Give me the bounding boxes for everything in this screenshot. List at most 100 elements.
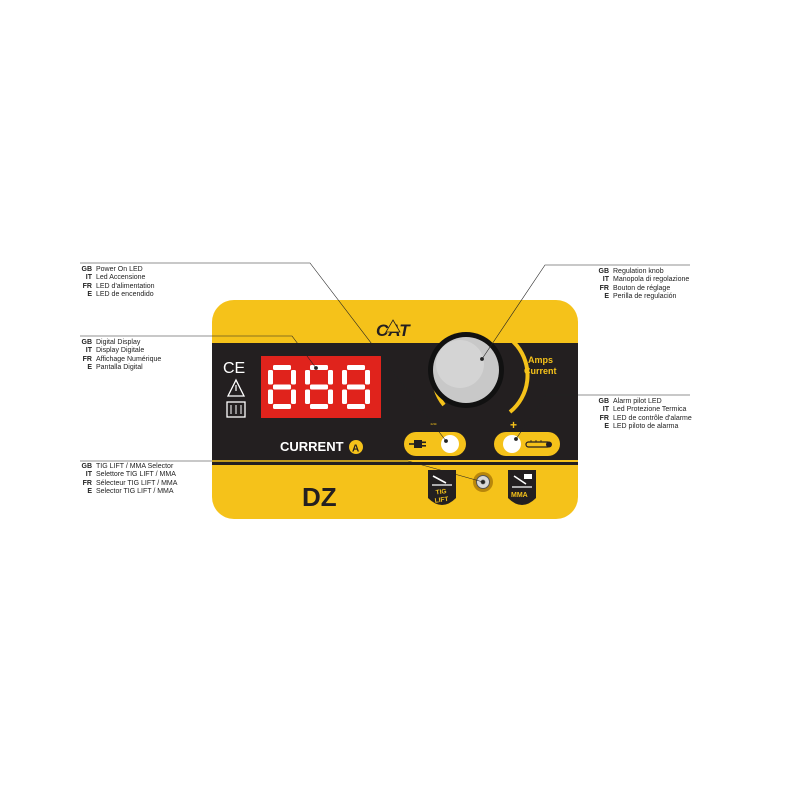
language-code: FR bbox=[82, 282, 92, 290]
leader-power-on-led bbox=[80, 262, 447, 442]
language-code: GB bbox=[598, 268, 610, 275]
callout-text: Digital Display bbox=[96, 339, 141, 346]
display-segment-b bbox=[291, 370, 296, 385]
language-code: E bbox=[87, 364, 92, 372]
model-label: DZ bbox=[302, 482, 337, 512]
language-code: GB bbox=[598, 398, 610, 405]
display-segment-e bbox=[305, 389, 310, 404]
tig-label: TIG bbox=[435, 488, 447, 496]
display-segment-g bbox=[273, 384, 291, 390]
language-code: GB bbox=[81, 339, 93, 346]
language-code: IT bbox=[85, 471, 92, 479]
language-code: IT bbox=[85, 347, 92, 355]
callout-line: E LED piloto de alarma bbox=[597, 423, 692, 431]
display-segment-c bbox=[291, 389, 296, 404]
lift-label: LIFT bbox=[434, 496, 449, 505]
current-unit: A bbox=[352, 444, 359, 455]
display-segment-g bbox=[310, 384, 328, 390]
display-segment-c bbox=[365, 389, 370, 404]
knob-label-current: Current bbox=[524, 366, 557, 376]
language-code: GB bbox=[81, 463, 93, 470]
language-code: IT bbox=[602, 406, 609, 414]
language-code: E bbox=[87, 488, 92, 496]
callout-text: Sélecteur TIG LIFT / MMA bbox=[96, 479, 178, 487]
ce-mark: CE bbox=[223, 360, 245, 377]
callout-text: Manopola di regolazione bbox=[613, 276, 690, 284]
callout-text: Bouton de réglage bbox=[613, 284, 671, 292]
alarm-pilot-led bbox=[503, 435, 521, 453]
display-segment-b bbox=[365, 370, 370, 385]
display-segment-e bbox=[342, 389, 347, 404]
callout-line: E Pantalla Digital bbox=[80, 364, 161, 372]
warning-icon bbox=[226, 378, 246, 397]
display-segment-a bbox=[310, 365, 328, 370]
callout-text: Perilla de regulación bbox=[613, 293, 677, 301]
callout-text: Led Accensione bbox=[96, 274, 146, 282]
current-label: CURRENT bbox=[280, 439, 344, 454]
language-code: IT bbox=[85, 274, 92, 282]
callout-text: Pantalla Digital bbox=[96, 364, 143, 372]
knob-label-amps: Amps bbox=[528, 355, 553, 365]
display-digits bbox=[268, 365, 370, 409]
leader-alarm-led bbox=[515, 394, 690, 440]
callout-text: LED piloto de alarma bbox=[613, 423, 679, 431]
display-segment-d bbox=[310, 404, 328, 409]
display-segment-a bbox=[273, 365, 291, 370]
callout-line: FR Affichage Numérique bbox=[80, 355, 162, 364]
callout-line: E Perilla de regulación bbox=[597, 293, 689, 301]
display-segment-g bbox=[347, 384, 365, 390]
display-segment-e bbox=[268, 389, 273, 404]
language-code: E bbox=[604, 423, 609, 431]
language-code: FR bbox=[599, 284, 609, 292]
callout-line: IT Selettore TIG LIFT / MMA bbox=[80, 471, 177, 479]
callout-text: LED de encendido bbox=[96, 291, 154, 299]
language-code: GB bbox=[81, 266, 93, 273]
callout-line: E LED de encendido bbox=[80, 291, 155, 299]
language-code: E bbox=[87, 291, 92, 299]
leader-lines bbox=[80, 262, 690, 484]
leader-selector bbox=[80, 460, 484, 483]
language-code: E bbox=[604, 293, 609, 301]
display-segment-d bbox=[273, 404, 291, 409]
language-code: FR bbox=[82, 355, 92, 363]
tig-lift-badge bbox=[428, 470, 456, 505]
display-segment-a bbox=[347, 365, 365, 370]
manual-icon bbox=[226, 401, 246, 418]
plus-sign: + bbox=[510, 418, 517, 432]
callout-text: Selector TIG LIFT / MMA bbox=[96, 488, 174, 496]
display-segment-d bbox=[347, 404, 365, 409]
display-segment-c bbox=[328, 389, 333, 404]
language-code: FR bbox=[599, 414, 609, 422]
power-plug-icon bbox=[409, 440, 426, 448]
callout-text: Affichage Numérique bbox=[96, 355, 162, 363]
display-segment-b bbox=[328, 370, 333, 385]
mma-label: MMA bbox=[511, 492, 528, 499]
current-unit-badge bbox=[349, 440, 363, 454]
leader-digital-display bbox=[80, 335, 317, 369]
callout-line: FR LED d'alimentation bbox=[80, 283, 155, 291]
minus-sign: − bbox=[430, 417, 437, 431]
callout-text: Display Digitale bbox=[96, 347, 145, 355]
mma-electrode-icon bbox=[512, 474, 532, 488]
leader-regulation-knob bbox=[481, 264, 690, 360]
brand-logo-triangle bbox=[385, 319, 401, 333]
display-segment-f bbox=[342, 370, 347, 385]
callout-text: Regulation knob bbox=[613, 268, 664, 275]
tig-torch-icon bbox=[432, 475, 452, 486]
callout-text: LED d'alimentation bbox=[96, 282, 155, 290]
callout-text: Selettore TIG LIFT / MMA bbox=[96, 471, 176, 479]
